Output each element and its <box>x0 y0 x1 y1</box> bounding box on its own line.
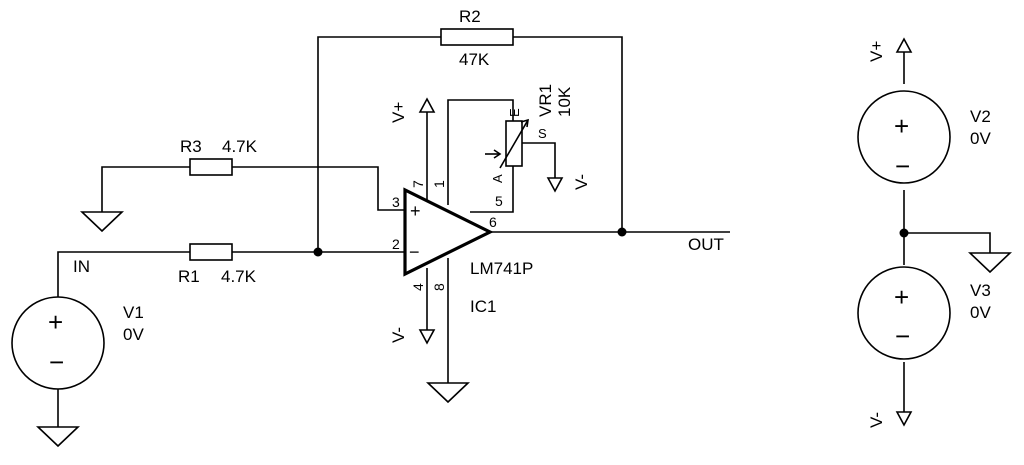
power-vminus-opamp: V- <box>389 327 436 345</box>
power-arrow-icon <box>895 411 913 427</box>
wire-r3-gnd <box>101 166 190 212</box>
pin-2-label: 2 <box>392 236 400 252</box>
power-vplus-supply: V+ <box>867 37 913 62</box>
opamp-ic1[interactable]: + − 3 2 7 1 5 6 4 8 LM741P IC1 <box>392 180 533 316</box>
vminus-label: V- <box>867 412 886 428</box>
v2-value: 0V <box>970 129 991 148</box>
resistor-icon <box>189 158 233 176</box>
pot-adjust-tip <box>520 118 529 128</box>
ground-icon <box>967 252 1013 274</box>
net-label-in: IN <box>73 257 90 276</box>
power-vplus-opamp: V+ <box>389 97 436 123</box>
voltage-source-v3[interactable]: + − V3 0V <box>857 266 991 360</box>
ground-icon <box>425 382 471 404</box>
r2-value: 47K <box>459 50 490 69</box>
wires <box>57 36 991 427</box>
voltage-source-icon <box>857 90 951 184</box>
junction-dot <box>899 228 909 238</box>
ground-icon <box>35 426 81 448</box>
pin-5-label: 5 <box>495 193 503 209</box>
wire-pin1 <box>447 99 514 205</box>
opamp-minus-sign: − <box>409 242 420 262</box>
r1-ref: R1 <box>178 267 200 286</box>
resistor-r1[interactable]: R1 4.7K <box>178 243 257 286</box>
pin-3-label: 3 <box>392 194 400 210</box>
v2-ref: V2 <box>970 107 991 126</box>
vr1-value: 10K <box>555 86 574 117</box>
vr1-pin-e: E <box>507 108 522 117</box>
voltage-source-icon <box>857 266 951 360</box>
power-arrow-icon <box>546 177 564 193</box>
power-vminus-wiper: V- <box>546 174 591 193</box>
resistor-icon <box>189 243 233 261</box>
v2-minus-sign: − <box>895 151 910 181</box>
wire-mid-gnd <box>904 232 991 253</box>
net-label-out: OUT <box>688 235 724 254</box>
resistor-r3[interactable]: R3 4.7K <box>180 137 258 176</box>
vplus-label: V+ <box>389 102 408 123</box>
vminus-label: V- <box>572 174 591 190</box>
v2-plus-sign: + <box>894 111 909 141</box>
r2-ref: R2 <box>459 7 481 26</box>
power-arrow-icon <box>418 97 436 113</box>
pin-8-label: 8 <box>431 283 447 291</box>
v3-value: 0V <box>970 303 991 322</box>
voltage-source-v1[interactable]: + − V1 0V <box>11 296 144 390</box>
v1-minus-sign: − <box>49 347 64 377</box>
pot-wiper-arrowhead <box>493 149 502 159</box>
vminus-label: V- <box>389 327 408 343</box>
wire-pin5 <box>470 166 514 213</box>
opamp-plus-sign: + <box>410 201 421 221</box>
pin-6-label: 6 <box>489 214 497 230</box>
v1-value: 0V <box>123 325 144 344</box>
vplus-label: V+ <box>867 41 886 62</box>
wire-r2-left <box>317 36 441 252</box>
pin-4-label: 4 <box>410 283 426 291</box>
pin-7-label: 7 <box>410 180 426 188</box>
resistor-icon <box>440 28 514 46</box>
voltage-source-v2[interactable]: + − V2 0V <box>857 90 991 184</box>
wire-wiper <box>522 142 556 178</box>
v1-plus-sign: + <box>48 307 63 337</box>
opamp-icon <box>403 187 494 277</box>
vr1-ref: VR1 <box>536 84 555 117</box>
pin-1-label: 1 <box>431 180 447 188</box>
vr1-pin-s: S <box>538 126 547 141</box>
pot-adjust-line <box>499 119 529 169</box>
resistor-r2[interactable]: R2 47K <box>440 7 514 69</box>
ic1-part: LM741P <box>470 259 533 278</box>
r3-value: 4.7K <box>222 137 258 156</box>
v1-ref: V1 <box>123 303 144 322</box>
ground-icon <box>79 211 125 233</box>
power-arrow-icon <box>418 329 436 345</box>
ic1-ref: IC1 <box>470 297 496 316</box>
r1-value: 4.7K <box>221 267 257 286</box>
v3-minus-sign: − <box>895 321 910 351</box>
wire-noninv <box>232 166 405 211</box>
v3-plus-sign: + <box>894 282 909 312</box>
potentiometer-vr1[interactable]: A E S VR1 10K <box>485 84 574 183</box>
vr1-pin-a: A <box>490 174 505 183</box>
v3-ref: V3 <box>970 281 991 300</box>
wire-r2-right <box>513 36 623 232</box>
power-vminus-supply: V- <box>867 411 913 428</box>
voltage-source-icon <box>11 296 105 390</box>
power-arrow-icon <box>895 37 913 53</box>
junction-dot <box>313 247 323 257</box>
r3-ref: R3 <box>180 137 202 156</box>
wire-in <box>57 251 190 297</box>
junction-dot <box>617 227 627 237</box>
